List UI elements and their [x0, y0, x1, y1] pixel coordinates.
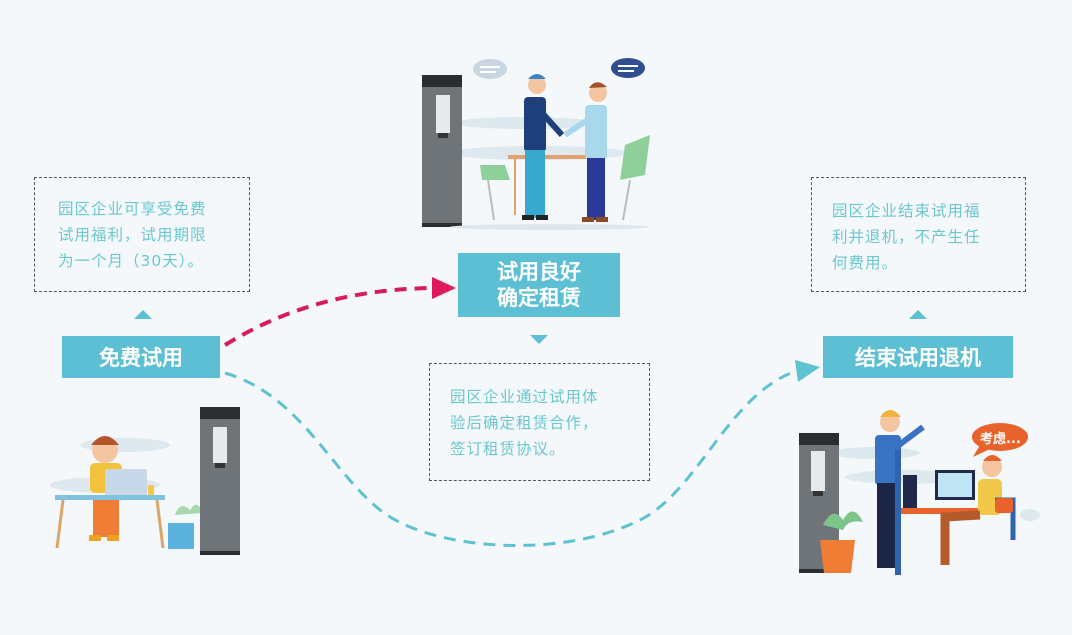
person-left-icon	[522, 74, 565, 220]
step-label-text: 结束试用退机	[855, 346, 981, 370]
trial-user-illustration	[50, 407, 240, 555]
potted-plant-icon	[168, 504, 202, 549]
arrow-to-end-trial	[224, 368, 801, 547]
water-dispenser-icon	[799, 433, 839, 573]
note-end-trial	[811, 177, 1026, 292]
return-device-illustration	[799, 410, 1040, 575]
water-dispenser-icon	[422, 75, 462, 227]
step-label-text: 免费试用	[99, 346, 183, 370]
potted-plant-icon	[820, 511, 863, 573]
note-line: 试用福利，试用期限	[58, 226, 207, 244]
water-dispenser-icon	[200, 407, 240, 555]
pc-tower-icon	[903, 475, 917, 509]
step-label-end-trial: 结束试用退机	[823, 336, 1013, 378]
speech-bubble-left-icon	[473, 59, 507, 79]
note-line: 园区企业通过试用体	[450, 388, 599, 406]
speech-bubble-right-icon	[611, 58, 645, 78]
note-free-trial-text: 园区企业可享受免费 试用福利，试用期限 为一个月（30天）。	[58, 196, 207, 274]
step-label-text: 确定租赁	[497, 286, 581, 310]
note-free-trial	[34, 177, 250, 292]
note-line: 利并退机，不产生任	[832, 228, 981, 246]
note-confirm-lease-text: 园区企业通过试用体 验后确定租赁合作， 签订租赁协议。	[450, 384, 599, 462]
speech-bubble-considering	[972, 423, 1028, 457]
note-line: 签订租赁协议。	[450, 440, 566, 458]
step-label-confirm-lease: 试用良好 确定租赁	[458, 253, 620, 317]
note-line: 为一个月（30天）。	[58, 252, 204, 270]
standing-person-icon	[875, 410, 925, 568]
pointer-down-confirm-lease	[530, 335, 548, 344]
note-line: 园区企业可享受免费	[58, 200, 207, 218]
speech-bubble-text: 考虑...	[980, 432, 1021, 447]
note-line: 验后确定租赁合作，	[450, 414, 599, 432]
person-right-icon	[563, 82, 608, 222]
step-label-free-trial: 免费试用	[62, 336, 220, 378]
note-confirm-lease	[429, 363, 650, 481]
monitor-icon	[935, 470, 975, 500]
pointer-up-free-trial	[134, 310, 152, 319]
arrowhead-confirm-lease	[432, 277, 456, 299]
note-line: 何费用。	[832, 254, 899, 272]
note-line: 园区企业结束试用福	[832, 202, 981, 220]
arrowhead-end-trial	[795, 360, 820, 382]
note-end-trial-text: 园区企业结束试用福 利并退机，不产生任 何费用。	[832, 198, 981, 276]
step-label-text: 试用良好	[497, 260, 581, 284]
handshake-illustration	[422, 58, 650, 230]
arrow-to-confirm-lease	[223, 286, 441, 347]
pointer-up-end-trial	[909, 310, 927, 319]
laptop-icon	[105, 469, 147, 497]
